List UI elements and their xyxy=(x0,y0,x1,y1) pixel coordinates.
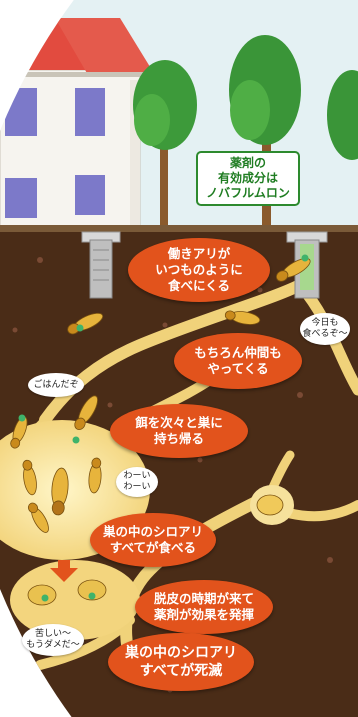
speech-4-line-2: もうダメだ〜 xyxy=(26,640,80,650)
bubble-1-line-1: 働きアリが xyxy=(167,245,231,261)
bubble-6-line-2: すべてが死滅 xyxy=(139,663,223,679)
tree-left xyxy=(133,60,197,235)
bubble-3-line-1: 餌を次々と巣に xyxy=(135,414,223,430)
active-ingredient-callout: 薬剤の 有効成分は ノバフルムロン xyxy=(196,151,300,206)
bait-pellets xyxy=(18,254,309,602)
bubble-1-line-3: 食べにくる xyxy=(167,278,230,294)
callout-line-2: 有効成分は xyxy=(217,171,278,185)
termites xyxy=(10,258,311,606)
bubble-4-line-2: すべてが食べる xyxy=(109,540,197,555)
bubble-5-line-2: 薬剤が効果を発揮 xyxy=(153,607,254,622)
bubble-1-line-2: いつものように xyxy=(155,261,243,277)
callout-line-3: ノバフルムロン xyxy=(206,186,290,200)
speech-4-line-1: 苦しい〜 xyxy=(34,629,71,640)
callout-line-1: 薬剤の xyxy=(229,156,266,170)
step-bubble-3: 餌を次々と巣に持ち帰る xyxy=(110,404,248,458)
lower-chamber xyxy=(10,560,140,640)
step-bubble-final: 巣の中のシロアリすべてが死滅 xyxy=(108,633,254,691)
speech-1-line-2: 食べるぞ〜 xyxy=(302,329,348,339)
bubble-5-line-1: 脱皮の時期が来て xyxy=(153,590,254,606)
step-bubble-5: 脱皮の時期が来て薬剤が効果を発揮 xyxy=(135,580,273,634)
bubble-3-line-2: 持ち帰る xyxy=(153,431,204,446)
bait-station-left xyxy=(81,231,121,299)
bubble-2-line-2: やってくる xyxy=(207,361,269,376)
house-illustration xyxy=(0,18,160,236)
bubble-6-line-1: 巣の中のシロアリ xyxy=(125,644,237,661)
step-bubble-1: 働きアリがいつものように食べにくる xyxy=(128,238,270,302)
tree-right xyxy=(327,70,358,160)
bubble-4-line-1: 巣の中のシロアリ xyxy=(102,523,203,539)
step-bubble-4: 巣の中のシロアリすべてが食べる xyxy=(90,513,216,567)
down-arrow xyxy=(50,560,78,582)
speech-bubble-suffering: 苦しい〜 もうダメだ〜 xyxy=(22,624,84,656)
speech-bubble-yay: わーい わーい xyxy=(116,467,158,497)
speech-2-line-1: ごはんだぞ xyxy=(33,379,79,390)
speech-1-line-1: 今日も xyxy=(311,318,339,329)
speech-3-line-2: わーい xyxy=(123,482,151,492)
speech-bubble-meal: ごはんだぞ xyxy=(28,373,84,397)
speech-3-line-1: わーい xyxy=(123,471,151,482)
step-bubble-2: もちろん仲間もやってくる xyxy=(174,333,302,389)
bubble-2-line-1: もちろん仲間も xyxy=(194,344,282,360)
speech-bubble-today: 今日も 食べるぞ〜 xyxy=(300,313,350,345)
